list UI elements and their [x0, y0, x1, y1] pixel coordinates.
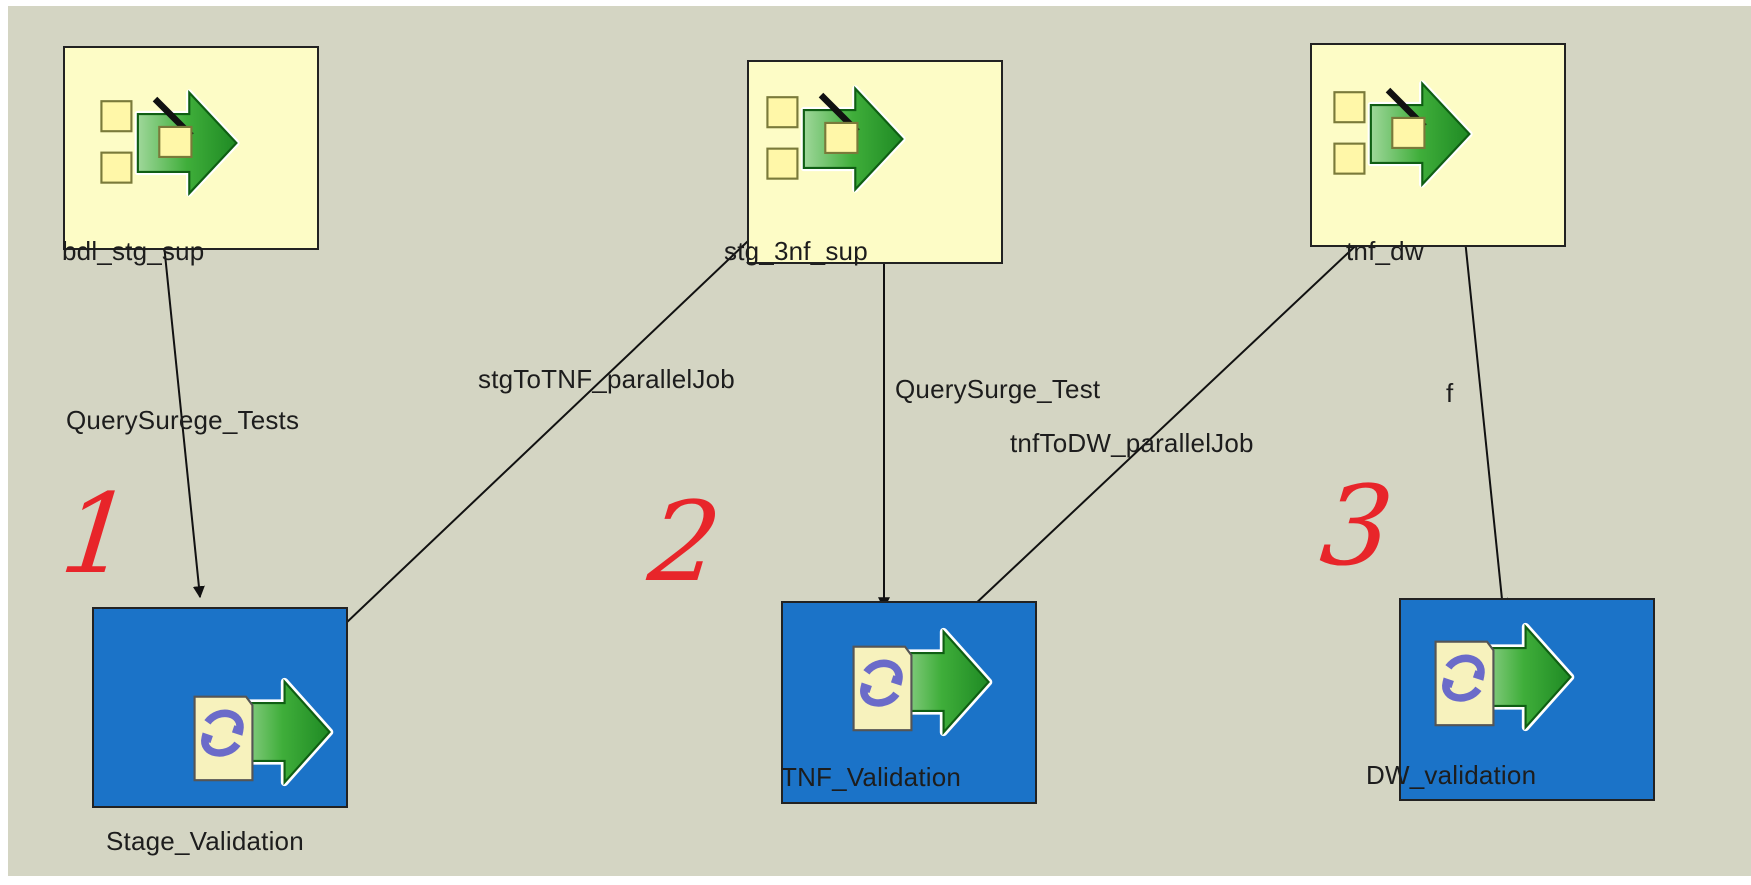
- sequence-job-icon: [1328, 75, 1478, 193]
- node-label-tnf-validation: TNF_Validation: [781, 762, 962, 792]
- sequence-job-icon: [95, 84, 245, 202]
- node-tnf-dw[interactable]: [1310, 43, 1566, 247]
- node-dw-validation[interactable]: [1399, 598, 1655, 801]
- validation-job-icon: [186, 673, 336, 791]
- link-stgtotnf-paralleljob[interactable]: [304, 221, 769, 663]
- node-label-stage-validation: Stage_Validation: [106, 826, 304, 856]
- node-stage-validation[interactable]: [92, 607, 348, 808]
- link-label-querysurge-test: QuerySurge_Test: [895, 374, 1101, 404]
- link-label-f: f: [1446, 378, 1454, 408]
- link-tnftodw-paralleljob[interactable]: [971, 219, 1384, 608]
- annotation-number-1: 1: [55, 470, 139, 598]
- node-bdl-stg-sup[interactable]: [63, 46, 319, 250]
- node-label-dw-validation: DW_validation: [1366, 760, 1537, 790]
- validation-job-icon: [1427, 618, 1577, 736]
- link-querysurege-tests[interactable]: [161, 224, 205, 599]
- sequence-job-icon: [761, 80, 911, 198]
- annotation-number-2: 2: [643, 478, 727, 606]
- link-label-tnftodw-paralleljob: tnfToDW_parallelJob: [1010, 428, 1254, 458]
- node-label-stg-3nf-sup: stg_3nf_sup: [724, 236, 868, 266]
- link-label-stgtotnf-paralleljob: stgToTNF_parallelJob: [478, 364, 735, 394]
- link-label-querysurege-tests: QuerySurege_Tests: [66, 405, 300, 435]
- node-tnf-validation[interactable]: [781, 601, 1037, 804]
- link-f[interactable]: [1461, 209, 1508, 611]
- validation-job-icon: [845, 623, 995, 741]
- annotation-number-3: 3: [1315, 462, 1399, 590]
- node-label-bdl-stg-sup: bdl_stg_sup: [62, 236, 205, 266]
- node-label-tnf-dw: tnf_dw: [1346, 236, 1424, 266]
- node-stg-3nf-sup[interactable]: [747, 60, 1003, 264]
